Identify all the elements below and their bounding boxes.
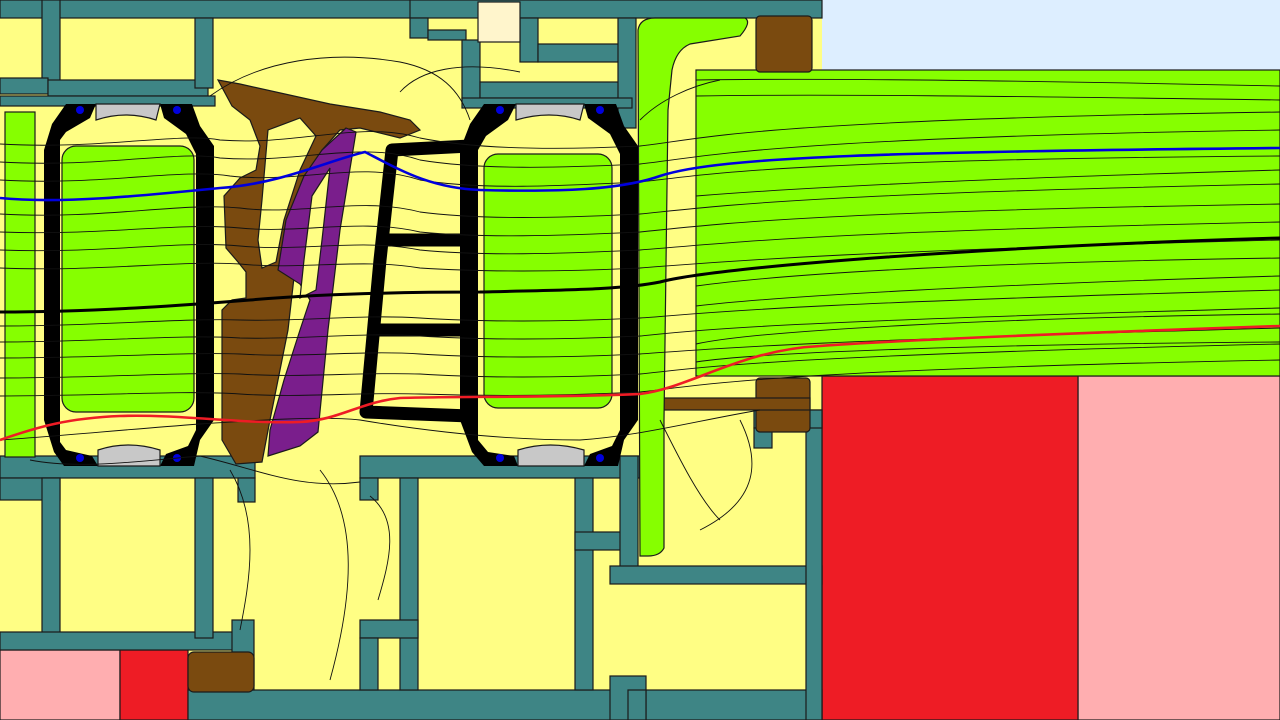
vertical-foam-strip <box>637 17 749 557</box>
glazing-unit-left <box>61 145 195 413</box>
isotherm-cold-blue <box>0 146 1280 202</box>
bottom-thermal-break-left <box>187 651 255 693</box>
isotherm-mid-black <box>0 236 1280 314</box>
bottom-middle-profile <box>359 409 823 720</box>
isotherms-frame <box>0 56 1280 681</box>
isotherms-wall <box>695 78 1280 363</box>
top-thermal-break-right <box>755 15 813 73</box>
left-edge-insulation <box>4 111 36 458</box>
sill-strip <box>659 397 811 411</box>
thermal-break-inner <box>257 117 317 269</box>
plaster-bottom-left <box>0 649 121 720</box>
glazing-unit-right <box>483 153 613 409</box>
isotherm-warm-red <box>0 324 1280 442</box>
exterior-air <box>822 0 1280 72</box>
masonry-wall <box>821 375 1079 720</box>
gasket-left <box>44 104 214 466</box>
masonry-bottom-left <box>119 649 189 720</box>
plaster-right <box>1077 375 1280 720</box>
sash-frame <box>359 139 477 423</box>
top-sash-pocket <box>477 1 521 43</box>
